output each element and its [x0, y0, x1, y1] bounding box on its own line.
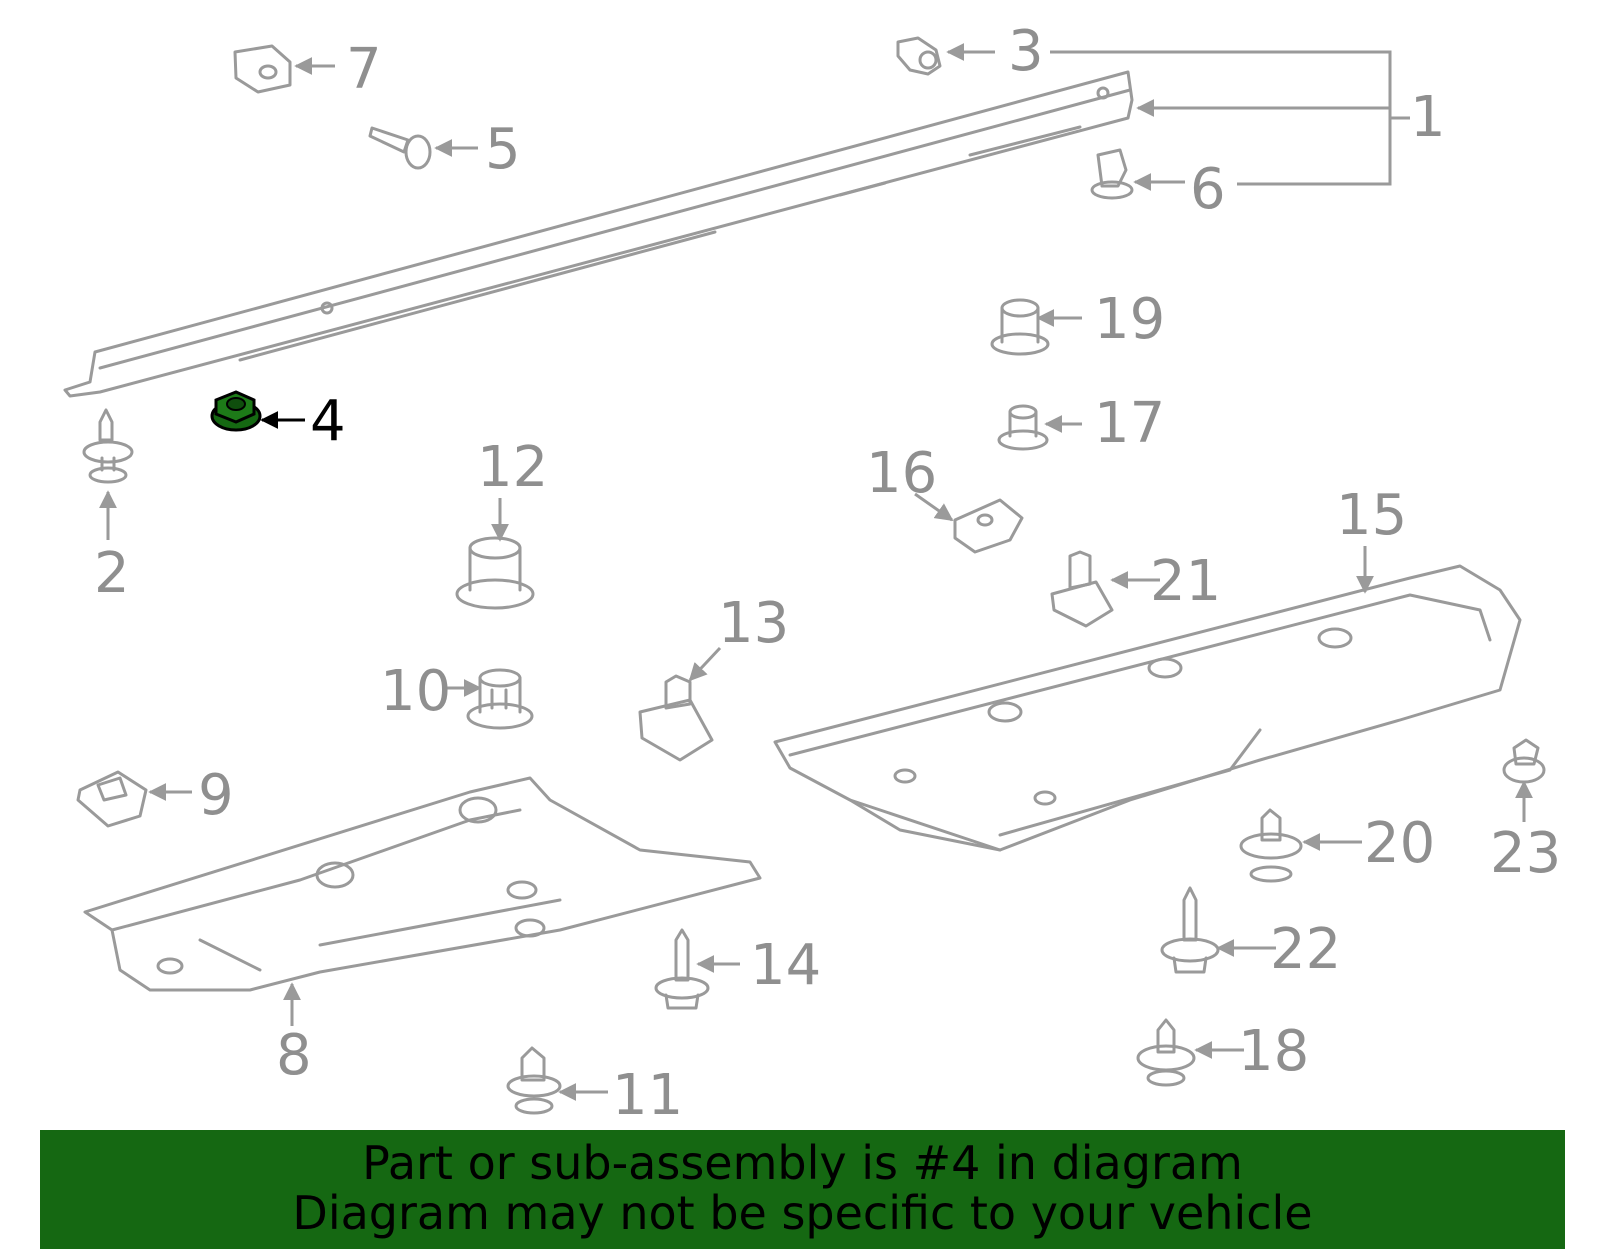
clip-part-21 — [1050, 550, 1114, 628]
leader-lines — [99, 43, 1533, 1101]
callout-6: 6 — [1190, 157, 1226, 222]
nut-part-4 — [210, 390, 262, 432]
info-banner: Part or sub-assembly is #4 in diagram Di… — [40, 1130, 1565, 1249]
bolt-part-14 — [654, 928, 710, 1010]
push-clip-part-20 — [1239, 808, 1303, 883]
callout-10: 10 — [380, 659, 451, 724]
callout-9: 9 — [198, 763, 234, 828]
callout-18: 18 — [1238, 1019, 1309, 1084]
callout-12: 12 — [477, 435, 548, 500]
callout-numbers: 1 2 3 4 5 6 7 8 9 10 11 12 13 14 15 16 1… — [94, 19, 1561, 1128]
callout-14: 14 — [750, 933, 821, 998]
nut-clip-part-9 — [76, 770, 148, 828]
callout-2: 2 — [94, 541, 130, 606]
push-clip-part-2 — [82, 408, 134, 484]
push-clip-part-18 — [1136, 1018, 1196, 1087]
callout-15: 15 — [1336, 483, 1407, 548]
screw-part-5 — [368, 126, 432, 170]
grommet-part-12 — [455, 536, 535, 610]
callout-11: 11 — [612, 1063, 683, 1128]
nut-clip-part-16 — [953, 498, 1024, 554]
bolt-part-22 — [1160, 886, 1220, 974]
rocker-molding-part-1 — [63, 70, 1134, 398]
grommet-part-19 — [990, 298, 1050, 356]
callout-8: 8 — [276, 1023, 312, 1088]
grommet-part-10 — [466, 668, 534, 730]
callout-13: 13 — [718, 591, 789, 656]
callout-4: 4 — [310, 389, 346, 454]
callout-17: 17 — [1094, 391, 1165, 456]
nut-clip-part-7 — [233, 44, 292, 94]
banner-disclaimer: Diagram may not be specific to your vehi… — [292, 1186, 1313, 1240]
callout-20: 20 — [1364, 811, 1435, 876]
callout-5: 5 — [485, 117, 521, 182]
callout-23: 23 — [1490, 821, 1561, 886]
callout-1: 1 — [1410, 85, 1446, 150]
grommet-part-17 — [997, 404, 1049, 451]
callout-3: 3 — [1008, 19, 1044, 84]
callout-22: 22 — [1270, 917, 1341, 982]
clip-part-6 — [1090, 148, 1134, 200]
banner-part-notice: Part or sub-assembly is #4 in diagram — [362, 1136, 1243, 1190]
under-cover-part-15 — [773, 564, 1522, 852]
clip-part-23 — [1502, 738, 1546, 784]
under-cover-part-8 — [83, 776, 762, 992]
callout-7: 7 — [346, 37, 382, 102]
clip-part-13 — [638, 674, 714, 762]
callout-16: 16 — [866, 441, 937, 506]
callout-21: 21 — [1150, 549, 1221, 614]
callout-19: 19 — [1094, 287, 1165, 352]
clip-part-3 — [896, 36, 942, 76]
push-clip-part-11 — [506, 1046, 562, 1115]
